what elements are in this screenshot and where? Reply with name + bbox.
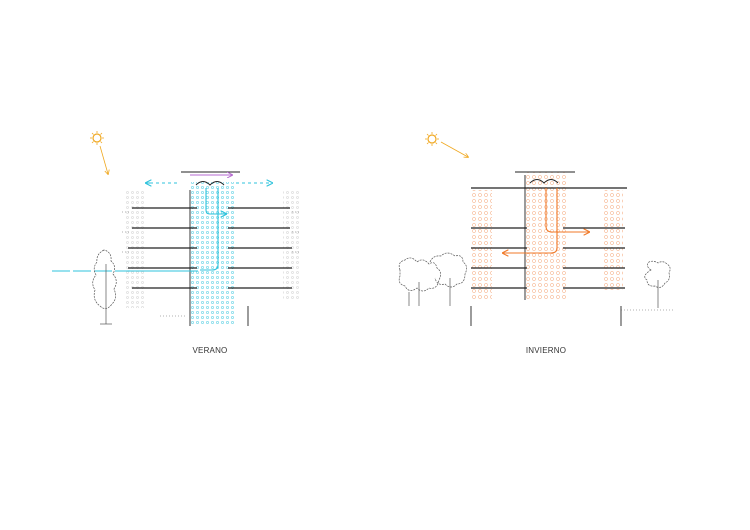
columns (189, 190, 249, 326)
tree-icon (398, 252, 467, 292)
cross-ventilation-dashes (122, 211, 300, 317)
winter-airflow (503, 188, 589, 253)
winter-section-drawing (398, 132, 675, 326)
west-facade-screen (126, 190, 144, 308)
east-facade-screen (603, 190, 623, 290)
roof-vent (195, 181, 225, 186)
tree-icon (644, 260, 671, 308)
summer-section-drawing (52, 131, 300, 326)
sun-icon (90, 131, 104, 145)
tree-icon (92, 249, 117, 325)
tree-trunks (408, 278, 451, 306)
floor-slabs (471, 187, 627, 289)
winter-section-diagram: INVIERNO (375, 0, 750, 530)
winter-caption: INVIERNO (525, 346, 567, 355)
central-atrium (189, 182, 234, 326)
roof-vent (529, 179, 559, 184)
sun-icon (425, 132, 439, 146)
sun-ray-arrow (99, 145, 108, 174)
columns (470, 175, 622, 326)
summer-caption: VERANO (192, 346, 228, 355)
summer-section-diagram: VERANO (52, 131, 300, 355)
summer-airflow (52, 183, 272, 272)
floor-slabs (128, 207, 292, 289)
west-facade-screen (470, 190, 492, 300)
east-facade-screen (283, 190, 299, 300)
sun-ray-arrow (440, 141, 468, 157)
